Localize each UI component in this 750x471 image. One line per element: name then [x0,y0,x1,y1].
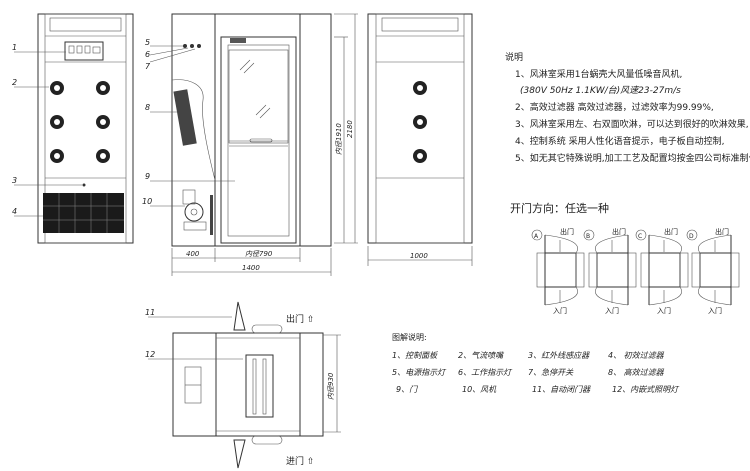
label-text: 1 [12,43,17,52]
control-panel [64,41,104,61]
entry-label: 入门 [657,306,671,315]
entry-label: 进门 ⇧ [286,455,314,467]
dim-790: 内径790 [245,250,273,258]
exit-label: 出门 ⇧ [286,313,314,325]
label-text: 9 [145,172,150,181]
door-view: 5 6 7 8 9 10 400 内径790 1400 内径1910 2180 [142,13,358,276]
label-text: B [586,233,590,240]
top-view: 11 12 内径930 出门 ⇧ 进门 ⇧ [145,301,341,469]
lighting-lamp [245,354,274,418]
door-direction-title: 开门方向：任选一种 [510,201,609,215]
legend-item: 5、电源指示灯 [392,368,447,377]
legend-item: 9、门 [396,385,418,394]
front-view: 1 2 3 4 [12,13,134,244]
legend-item: 4、 初效过滤器 [608,351,665,360]
legend: 图解说明: 1、控制面板 2、气流喷嘴 3、红外线感应器 4、 初效过滤器 5、电源指示… [392,332,680,394]
label-text: 5、如无其它特殊说明,加工工艺及配置均按金四公司标准制作。 [515,152,750,164]
hepa-filter [173,89,197,146]
door [220,36,297,244]
rear-view: 1000 [367,13,473,266]
label-text: 12 [145,350,155,359]
legend-item: 6、工作指示灯 [458,368,513,377]
legend-item: 8、 高效过滤器 [608,368,665,377]
label-text: 1、风淋室采用1台蜗壳大风量低噪音风机, [515,68,682,80]
notes: 说明 1、风淋室采用1台蜗壳大风量低噪音风机, (380V 50Hz 1.1KW… [505,51,750,164]
prefilter-grille [43,193,124,233]
label-text: 7 [145,62,151,71]
label-text: 4、控制系统 采用人性化语音提示，电子板自动控制, [515,135,724,147]
label-text: 4 [12,207,17,216]
label-text: A [534,233,539,240]
dim-1910: 内径1910 [335,123,343,155]
exit-label: 出门 [664,227,678,236]
notes-title: 说明 [505,51,523,63]
legend-item: 3、红外线感应器 [528,351,590,360]
label-text: C [638,233,642,240]
label-text: 3 [12,176,17,185]
infrared-sensor [82,183,86,187]
entry-label: 入门 [553,306,567,315]
legend-item: 2、气流喷嘴 [458,351,505,360]
legend-item: 10、风机 [462,385,497,394]
legend-item: 12、内嵌式照明灯 [612,385,680,394]
label-text: 3、风淋室采用左、右双面吹淋，可以达到很好的吹淋效果, [515,118,749,130]
label-text: 2、高效过滤器 高效过滤器，过滤效率为99.99%, [515,101,714,113]
dim-1400: 1400 [242,264,260,272]
entry-label: 入门 [708,306,722,315]
label-text: 2 [12,78,17,87]
label-text: 6 [145,50,150,59]
legend-item: 11、自动闭门器 [532,385,591,394]
door-glass [228,49,289,144]
label-text: 8 [145,103,150,112]
exit-label: 出门 [612,227,626,236]
exit-label: 出门 [715,227,729,236]
legend-title: 图解说明: [392,332,427,342]
fan-icon [184,202,204,222]
label-text: 11 [145,308,155,317]
dim-2180: 2180 [346,120,354,138]
exit-label: 出门 [560,227,574,236]
dim-400: 400 [186,250,200,258]
legend-item: 1、控制面板 [392,351,438,360]
label-text: 5 [145,38,150,47]
label-text: (380V 50Hz 1.1KW/台)风速23-27m/s [520,85,681,96]
dim-930: 内径930 [327,372,335,400]
door-closer [230,38,246,43]
legend-item: 7、急停开关 [528,368,574,377]
entry-label: 入门 [605,306,619,315]
label-text: D [689,233,694,240]
label-text: 10 [142,197,152,206]
dim-1000: 1000 [410,252,428,260]
